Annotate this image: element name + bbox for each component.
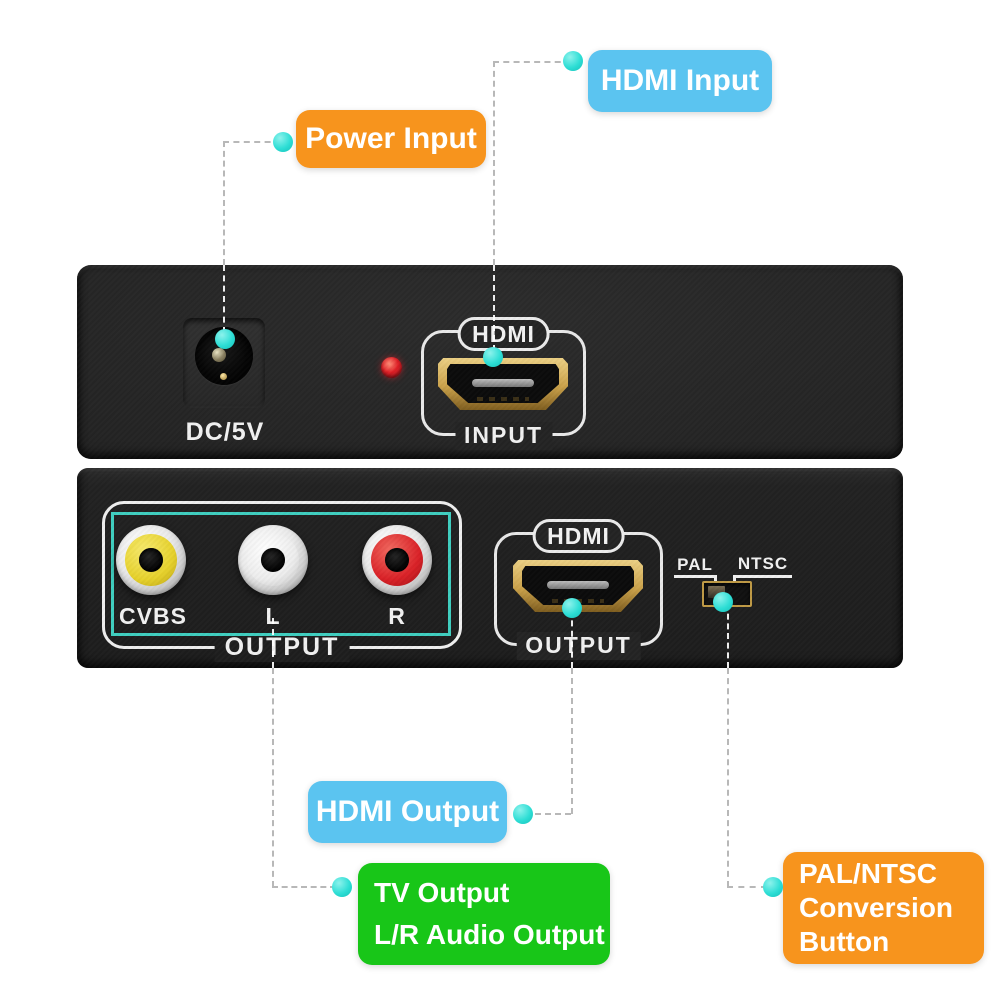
power-led (381, 357, 402, 378)
dc-reflection (220, 373, 227, 380)
callout-hdmi-output-label: HDMI Output (315, 795, 500, 828)
callout-tv-output-line1: TV Output (374, 877, 510, 908)
hdmi-input-label: INPUT (455, 422, 552, 450)
connector-dot (713, 592, 733, 612)
callout-hdmi-input: HDMI Input (588, 50, 772, 112)
connector-line-hdmi-output (525, 813, 571, 815)
callout-tv-output-line2: L/R Audio Output (374, 919, 605, 950)
callout-power-input-label: Power Input (305, 122, 477, 155)
hdmi-output-label: OUTPUT (516, 632, 641, 660)
rca-group-outline: OUTPUT (102, 501, 462, 662)
switch-ntsc-tick (733, 575, 736, 582)
callout-pal-ntsc-line1: PAL/NTSC (799, 858, 937, 889)
hdmi-badge: HDMI (457, 317, 550, 352)
connector-dot (273, 132, 293, 152)
switch-ntsc-underline (733, 575, 792, 578)
rca-label-left: L (265, 603, 281, 629)
connector-dot (563, 51, 583, 71)
connector-dot (215, 329, 235, 349)
callout-power-input: Power Input (296, 110, 486, 168)
switch-pal-underline (674, 575, 717, 578)
hdmi-input-port (438, 358, 568, 410)
connector-line-switch (727, 604, 729, 668)
hdmi-port-slot (471, 379, 535, 387)
rca-jack-cvbs-hole (139, 548, 163, 572)
switch-ntsc-label: NTSC (737, 554, 789, 573)
rca-jack-left-audio (238, 525, 308, 595)
rca-jack-right-audio (362, 525, 432, 595)
rca-group-teal-frame (111, 512, 451, 636)
connector-dot (513, 804, 533, 824)
connector-line-power (223, 141, 281, 143)
rca-jack-left-hole (261, 548, 285, 572)
callout-hdmi-input-label: HDMI Input (600, 64, 760, 97)
callout-tv-output: TV Output L/R Audio Output (358, 863, 610, 965)
connector-dot (332, 877, 352, 897)
hdmi-output-bracket: HDMI OUTPUT (494, 519, 663, 660)
hdmi-port-slot (546, 581, 610, 589)
hdmi-input-bracket: HDMI INPUT (421, 317, 586, 450)
connector-line-switch (727, 668, 729, 887)
connector-dot (483, 347, 503, 367)
hdmi-port-pins (477, 397, 529, 401)
connector-line-hdmi-input (493, 61, 571, 63)
hdmi-badge: HDMI (532, 519, 625, 554)
connector-line-hdmi-output (571, 668, 573, 814)
connector-line-tv-output (272, 618, 274, 668)
rca-group-label: OUTPUT (214, 633, 350, 662)
connector-dot (763, 877, 783, 897)
switch-pal-label: PAL (677, 555, 713, 574)
dc-center-pin (212, 348, 226, 362)
converter-bottom-panel: OUTPUT CVBS L R HDMI OUTPUT (77, 468, 903, 668)
connector-dot (562, 598, 582, 618)
connector-line-power (223, 265, 225, 333)
callout-pal-ntsc-button: PAL/NTSC Conversion Button (783, 852, 984, 964)
rca-label-right: R (388, 603, 406, 629)
connector-line-hdmi-output (571, 610, 573, 668)
rca-jack-right-hole (385, 548, 409, 572)
callout-hdmi-output: HDMI Output (308, 781, 507, 843)
connector-line-hdmi-input (493, 61, 495, 265)
callout-pal-ntsc-line2: Conversion (799, 892, 954, 923)
connector-line-switch (727, 886, 767, 888)
dc-voltage-label: DC/5V (185, 418, 265, 446)
switch-pal-tick (714, 575, 717, 582)
rca-jack-cvbs (116, 525, 186, 595)
connector-line-power (223, 141, 225, 265)
connector-line-tv-output (272, 886, 336, 888)
callout-pal-ntsc-line3: Button (799, 926, 890, 957)
dc-barrel-socket (195, 327, 253, 385)
connector-line-hdmi-input (493, 265, 495, 351)
dc-power-jack (183, 318, 265, 408)
rca-label-cvbs: CVBS (119, 603, 187, 629)
connector-line-tv-output (272, 668, 274, 887)
